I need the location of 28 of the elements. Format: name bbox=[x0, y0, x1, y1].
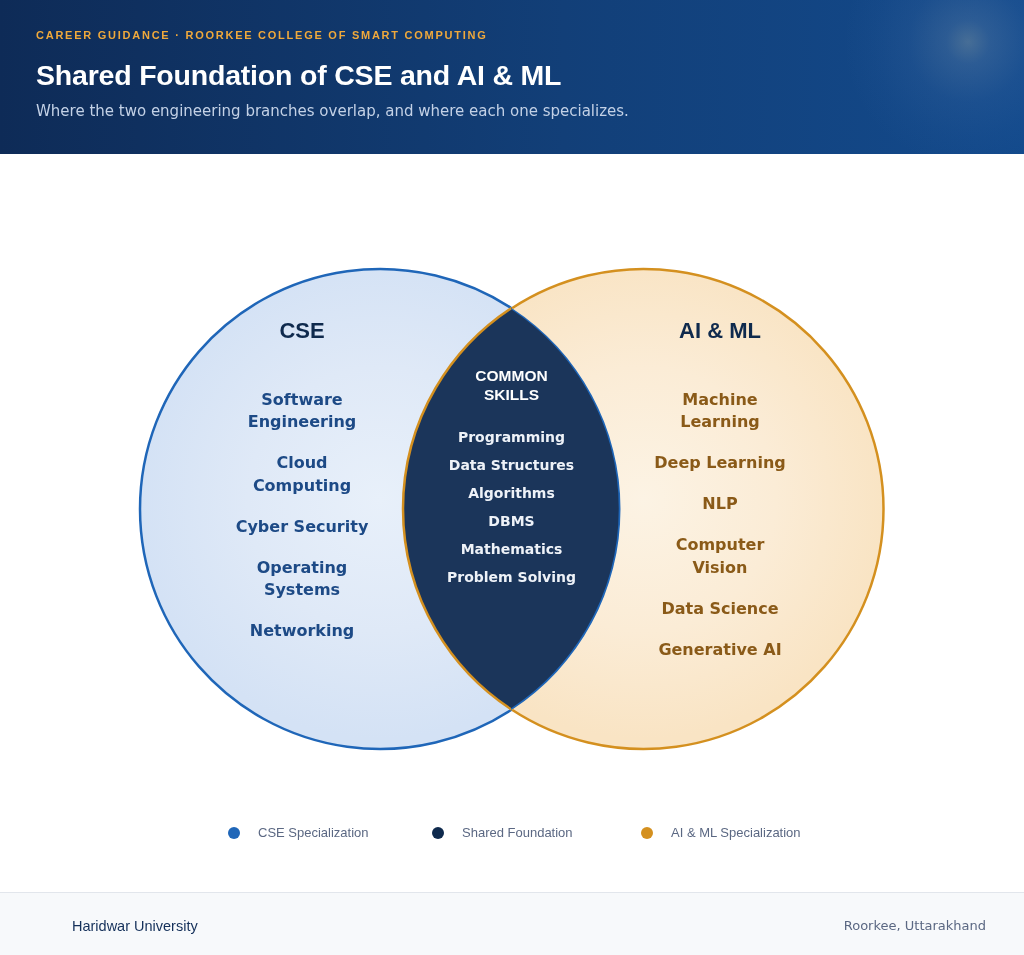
set-heading: AI & ML bbox=[678, 318, 762, 344]
specialization-item: Machine Learning bbox=[679, 388, 761, 434]
set-heading: CSE bbox=[278, 318, 326, 344]
specialization-item: Networking bbox=[248, 620, 356, 643]
institution-name: Haridwar University bbox=[72, 917, 198, 935]
specialization-item: Computer Vision bbox=[674, 534, 766, 579]
legend-label: CSE Specialization bbox=[258, 825, 369, 841]
shared-skill: Programming bbox=[456, 428, 567, 447]
location-text: Roorkee, Uttarakhand bbox=[843, 917, 986, 935]
shared-skill: DBMS bbox=[487, 512, 536, 531]
shared-skill: Data Structures bbox=[447, 456, 576, 475]
legend-label: Shared Foundation bbox=[462, 825, 573, 841]
specialization-item: Operating Systems bbox=[255, 556, 349, 602]
specialization-item: NLP bbox=[701, 493, 739, 516]
specialization-item: Cloud Computing bbox=[251, 452, 353, 497]
legend-label: AI & ML Specialization bbox=[671, 825, 801, 841]
overlap-heading: COMMON SKILLS bbox=[474, 366, 549, 405]
specialization-item: Data Science bbox=[660, 597, 780, 620]
shared-skill: Mathematics bbox=[459, 540, 564, 559]
page-title: Shared Foundation of CSE and AI & ML bbox=[36, 58, 562, 92]
specialization-item: Generative AI bbox=[657, 638, 783, 661]
specialization-item: Cyber Security bbox=[234, 515, 370, 538]
eyebrow-text: CAREER GUIDANCE · ROORKEE COLLEGE OF SMART COMPUTING bbox=[36, 28, 488, 42]
specialization-item: Software Engineering bbox=[246, 388, 358, 434]
shared-skill: Problem Solving bbox=[446, 568, 577, 587]
specialization-item: Deep Learning bbox=[653, 452, 787, 475]
shared-skill: Algorithms bbox=[467, 484, 556, 503]
subtitle-text: Where the two engineering branches overlap, and where each one specializes. bbox=[36, 101, 629, 121]
